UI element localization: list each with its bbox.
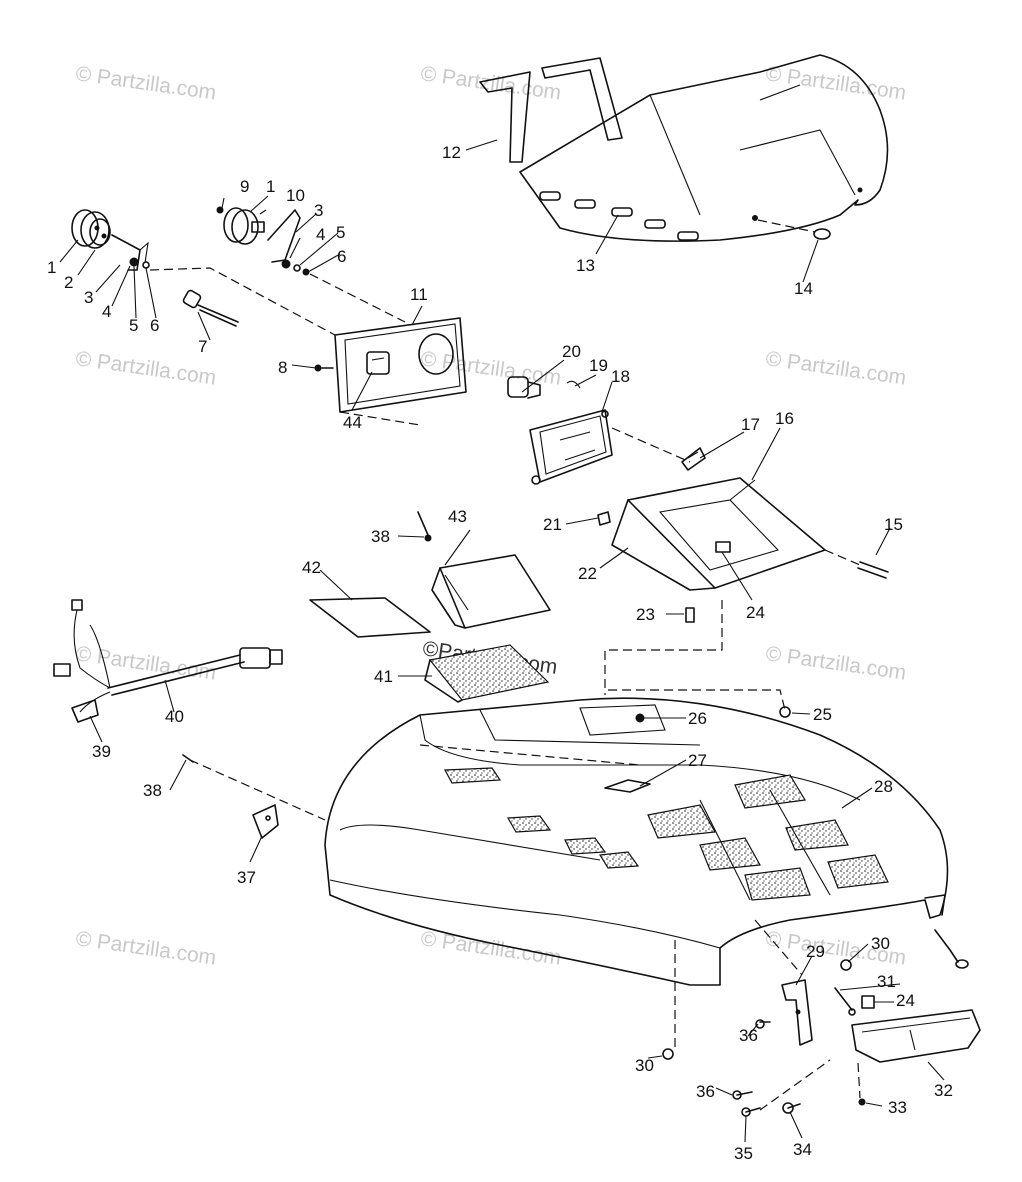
watermark: © Partzilla.com [74, 927, 217, 969]
callout: 1 [47, 258, 56, 277]
callout: 44 [343, 413, 362, 432]
callout: 42 [302, 558, 321, 577]
watermark: © Partzilla.com [419, 347, 562, 389]
instrument-panel [314, 317, 467, 426]
callout: 3 [84, 288, 93, 307]
callout: 7 [198, 337, 207, 356]
callout: 2 [64, 273, 73, 292]
callout: 23 [636, 605, 655, 624]
callout: 17 [741, 415, 760, 434]
hood-latch-assembly [662, 919, 981, 1117]
wiring-harness [53, 599, 283, 723]
callout: 36 [696, 1082, 715, 1101]
leader-lines [59, 139, 945, 1143]
callout: 13 [576, 256, 595, 275]
callout: 36 [739, 1026, 758, 1045]
callout: 41 [374, 667, 393, 686]
callout: 39 [92, 742, 111, 761]
callout: 40 [165, 707, 184, 726]
headlight-lens [529, 409, 691, 485]
callout: 9 [240, 177, 249, 196]
callout: 18 [611, 367, 630, 386]
callout: 4 [316, 225, 325, 244]
callout: 29 [806, 942, 825, 961]
callout: 32 [934, 1081, 953, 1100]
callout: 6 [337, 247, 346, 266]
cable-7 [182, 289, 239, 327]
callout: 5 [336, 223, 345, 242]
windshield-fastener [757, 219, 831, 240]
callout: 12 [442, 143, 461, 162]
callout: 25 [813, 705, 832, 724]
callout: 15 [884, 515, 903, 534]
callout: 31 [877, 972, 896, 991]
headlight-mount-line [604, 600, 723, 695]
watermark: © Partzilla.com [764, 347, 907, 389]
callout: 28 [874, 777, 893, 796]
gauge-right [216, 206, 406, 323]
callout: 21 [543, 515, 562, 534]
vent-cover [417, 511, 551, 629]
callout: 24 [896, 991, 915, 1010]
callout: 8 [278, 358, 287, 377]
trim-strips [479, 57, 623, 163]
callout: 19 [589, 356, 608, 375]
foam-block [424, 644, 550, 703]
hood-fasteners [182, 689, 791, 839]
callout: 24 [746, 603, 765, 622]
watermark: © Partzilla.com [74, 347, 217, 389]
callout: 35 [734, 1144, 753, 1163]
callout: 38 [143, 781, 162, 800]
callout: 16 [775, 409, 794, 428]
headlight-spring [681, 447, 706, 471]
callout: 6 [150, 316, 159, 335]
callout: 1 [266, 177, 275, 196]
callout: 4 [102, 302, 111, 321]
callout: 27 [688, 751, 707, 770]
callout: 11 [410, 285, 428, 304]
headlight-housing [597, 477, 889, 623]
watermark: © Partzilla.com [419, 927, 562, 969]
windshield [519, 54, 889, 242]
callout: 22 [578, 564, 597, 583]
callout: 34 [793, 1140, 812, 1159]
watermark: © Partzilla.com [764, 62, 907, 104]
callout: 5 [129, 316, 138, 335]
callout: 10 [286, 186, 305, 205]
gauge-left [71, 209, 336, 336]
watermark: © Partzilla.com [74, 62, 217, 104]
callouts: 1 2 3 4 5 6 9 1 10 3 4 5 6 7 8 11 44 12 … [47, 143, 953, 1163]
callout: 37 [237, 868, 256, 887]
callout: 38 [371, 527, 390, 546]
callout: 43 [448, 507, 467, 526]
callout: 30 [871, 934, 890, 953]
watermark: © Partzilla.com [419, 62, 562, 104]
callout: 26 [688, 709, 707, 728]
watermark: © Partzilla.com [764, 642, 907, 684]
callout: 30 [635, 1056, 654, 1075]
vent-filter [309, 597, 431, 638]
callout: 33 [888, 1098, 907, 1117]
hood [324, 697, 949, 986]
callout: 3 [314, 201, 323, 220]
watermarks: © Partzilla.com © Partzilla.com © Partzi… [74, 62, 907, 969]
callout: 14 [794, 279, 813, 298]
callout: 20 [562, 342, 581, 361]
